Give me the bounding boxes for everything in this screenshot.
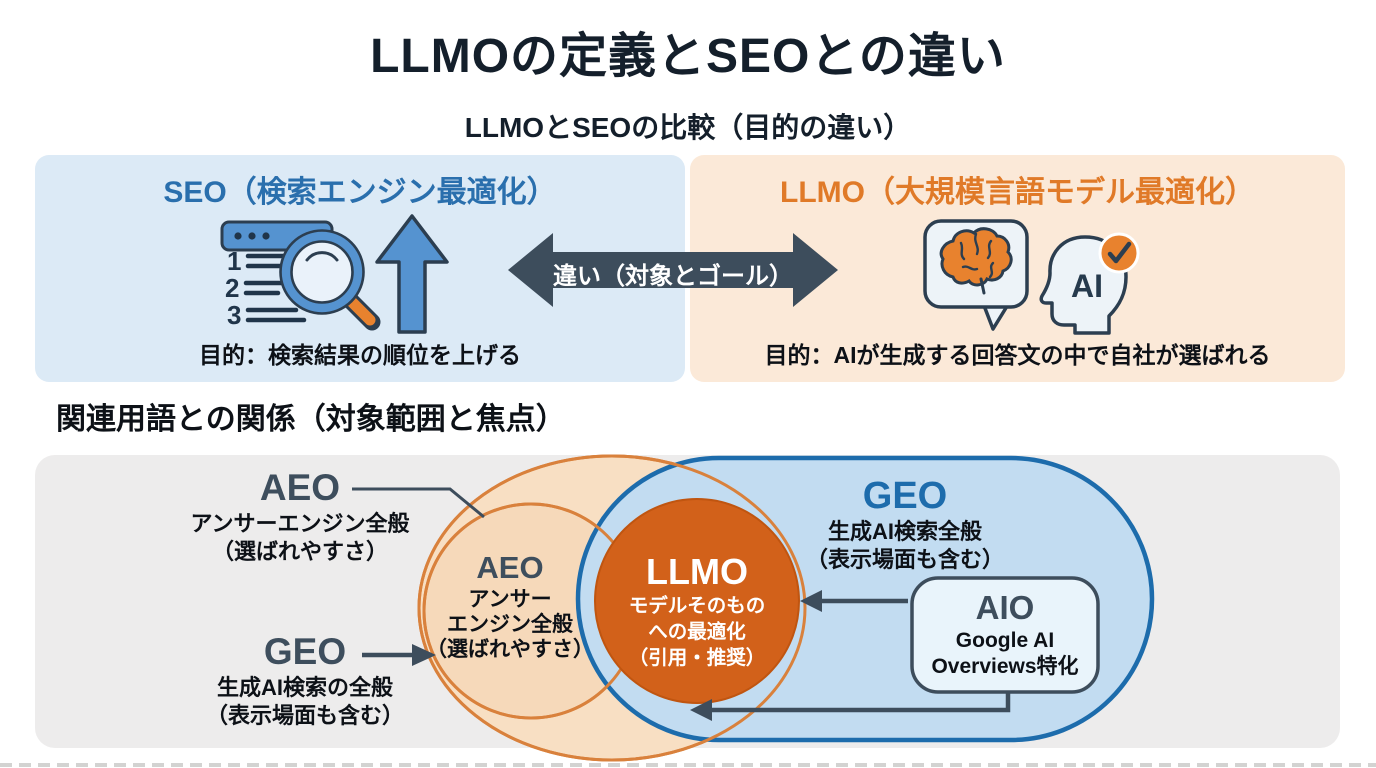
geo-area-desc2: （表示場面も含む） — [805, 547, 1004, 572]
difference-arrow: 違い（対象とゴール） — [505, 226, 841, 314]
aeo-callout-desc2: （選ばれやすさ） — [211, 539, 388, 564]
aeo-outer-ellipse-arc — [417, 454, 807, 762]
aeo-circle-desc3: （選ばれやすさ） — [426, 638, 594, 661]
aio-box-label: AIO Google AI Overviews特化 — [912, 588, 1098, 680]
llmo-heading: LLMO（大規模言語モデル最適化） — [780, 176, 1255, 209]
aeo-circle-desc2: エンジン全般 — [447, 613, 573, 636]
aeo-callout: AEO アンサーエンジン全般 （選ばれやすさ） — [170, 466, 430, 566]
venn-diagram — [352, 454, 1155, 762]
rank-number-3: 3 — [227, 300, 241, 330]
rank-number-1: 1 — [227, 246, 241, 276]
elbow-arrowhead — [690, 699, 712, 721]
rank-up-arrow-icon — [375, 214, 449, 334]
llmo-icons: AI — [923, 219, 1140, 335]
aeo-circle-label: AEO アンサー エンジン全般 （選ばれやすさ） — [410, 549, 610, 662]
browser-bar-icon — [220, 220, 334, 252]
seo-heading: SEO（検索エンジン最適化） — [163, 176, 557, 209]
aeo-callout-desc1: アンサーエンジン全般 — [190, 511, 410, 536]
llmo-circle-desc2: への最適化 — [648, 621, 746, 643]
aeo-callout-connector — [352, 487, 485, 519]
aio-to-llmo-elbow-line — [708, 692, 1011, 713]
ai-head-check-icon: AI — [1039, 232, 1140, 335]
geo-area-desc1: 生成AI検索全般 — [827, 519, 982, 544]
geo-area-term: GEO — [862, 475, 948, 517]
aeo-circle-desc1: アンサー — [468, 588, 552, 611]
geo-callout-desc1: 生成AI検索の全般 — [216, 675, 393, 700]
aeo-circle-term: AEO — [476, 550, 544, 585]
seo-purpose-text: 目的：検索結果の順位を上げる — [199, 342, 521, 368]
aio-box-term: AIO — [975, 589, 1035, 626]
ranking-list-icon: 1 2 3 — [225, 246, 307, 330]
geo-area-label: GEO 生成AI検索全般 （表示場面も含む） — [785, 474, 1025, 574]
llmo-circle-label: LLMO モデルそのもの への最適化 （引用・推奨） — [597, 551, 797, 671]
llmo-circle-desc1: モデルそのもの — [628, 595, 766, 617]
aio-box-desc1: Google AI — [955, 629, 1055, 652]
aio-to-llmo-arrowhead — [800, 590, 822, 612]
llmo-circle-desc3: （引用・推奨） — [628, 647, 766, 669]
relation-section-heading: 関連用語との関係（対象範囲と焦点） — [56, 403, 566, 436]
comparison-section-heading: LLMOとSEOの比較（目的の違い） — [464, 112, 912, 143]
rank-number-2: 2 — [225, 273, 239, 303]
llmo-purpose-text: 目的：AIが生成する回答文の中で自社が選ばれる — [764, 342, 1271, 368]
ai-label: AI — [1071, 268, 1103, 304]
geo-callout: GEO 生成AI検索の全般 （表示場面も含む） — [170, 630, 440, 730]
page-title: LLMOの定義とSEOとの違い — [370, 30, 1006, 83]
bottom-crop-ticks — [0, 763, 1376, 767]
llmo-circle-term: LLMO — [646, 551, 748, 592]
geo-callout-arrowhead — [412, 644, 436, 666]
geo-callout-desc2: （表示場面も含む） — [205, 703, 404, 728]
difference-arrow-label: 違い（対象とゴール） — [553, 263, 793, 290]
geo-callout-term: GEO — [263, 631, 347, 672]
brain-chat-icon — [923, 219, 1029, 331]
aeo-callout-term: AEO — [259, 467, 341, 508]
magnifier-icon — [279, 229, 381, 331]
double-arrow-icon — [508, 233, 838, 307]
serp-search-icon: 1 2 3 — [220, 214, 449, 334]
aio-box — [910, 576, 1100, 694]
llmo-circle — [594, 498, 800, 704]
aio-box-desc2: Overviews特化 — [931, 655, 1079, 678]
